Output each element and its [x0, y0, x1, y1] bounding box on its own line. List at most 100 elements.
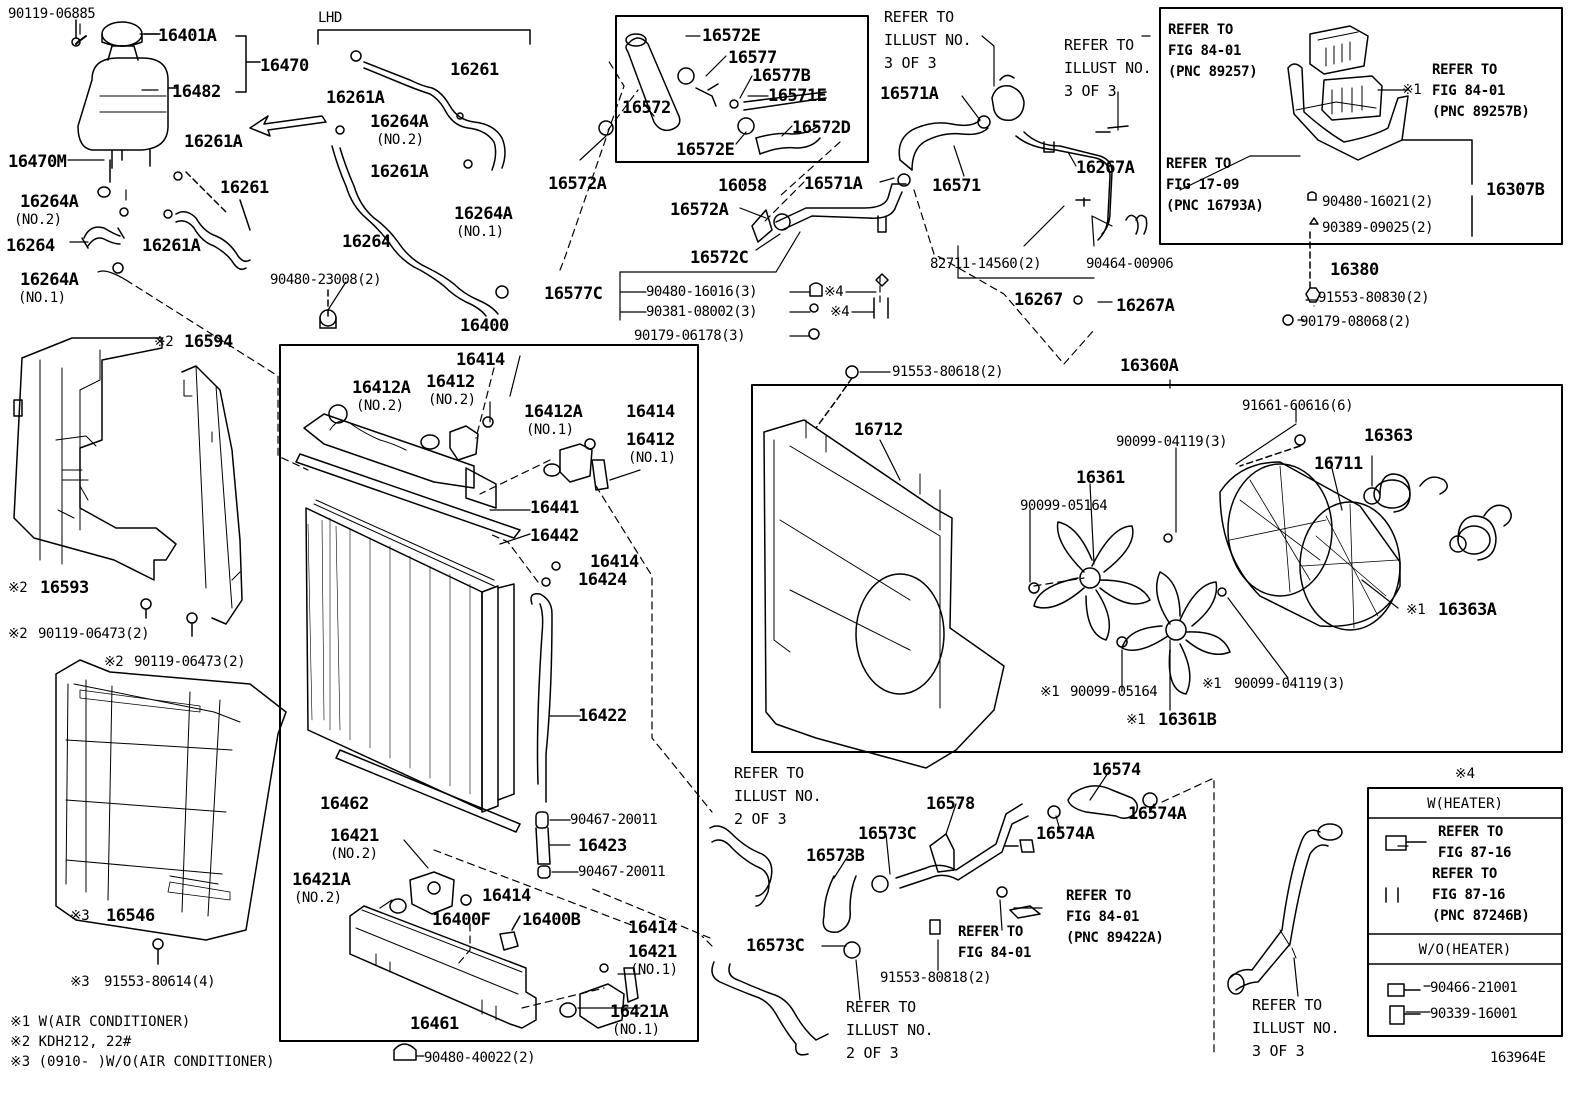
part-label: 16571E	[768, 86, 827, 106]
part-label: 16470M	[8, 152, 67, 172]
part-label: 16421A	[610, 1002, 669, 1022]
part-label: 16400B	[522, 910, 581, 930]
part-label: 16414	[628, 918, 677, 938]
refer-note-line: REFER TO	[1252, 996, 1322, 1014]
refer-note-line: REFER TO	[1432, 62, 1498, 78]
part-label: 91553-80818(2)	[880, 970, 992, 986]
part-label: 16412A	[352, 378, 411, 398]
part-label: ※1	[1126, 712, 1146, 728]
heater-box-with-header: W(HEATER)	[1427, 796, 1503, 812]
part-label: 16414	[456, 350, 505, 370]
refer-note-line: REFER TO	[1066, 888, 1132, 904]
part-label: 90464-00906	[1086, 256, 1174, 272]
part-label: (NO.2)	[356, 398, 404, 414]
part-label: 90099-05164	[1020, 498, 1108, 514]
part-label: 16307B	[1486, 180, 1545, 200]
part-label: (NO.1)	[630, 962, 678, 978]
part-label: 16574A	[1036, 824, 1095, 844]
leader-lines	[67, 23, 1431, 1057]
part-label: 16414	[626, 402, 675, 422]
part-label: 16572D	[792, 118, 851, 138]
refer-note-line: (PNC 89257)	[1168, 64, 1258, 80]
part-label: 16264	[6, 236, 55, 256]
part-label: 90179-08068(2)	[1300, 314, 1412, 330]
refer-note-line: (PNC 16793A)	[1166, 198, 1264, 214]
direction-arrow	[249, 115, 327, 137]
part-label: 16264A	[20, 270, 79, 290]
legend-note-1: ※1 W(AIR CONDITIONER)	[10, 1014, 191, 1030]
part-label: 90099-04119(3)	[1116, 434, 1228, 450]
part-label: 91553-80614(4)	[104, 974, 216, 990]
refer-note-line: ILLUST NO.	[1064, 59, 1152, 77]
part-label: 16574	[1092, 760, 1141, 780]
part-label: 16572A	[670, 200, 729, 220]
fan-motor-drawing	[1163, 434, 1512, 631]
part-label: 90466-21001	[1430, 980, 1518, 996]
part-label: 16261A	[326, 88, 385, 108]
refer-note-line: 3 OF 3	[884, 54, 937, 72]
part-label: ※1	[1202, 676, 1222, 692]
part-label: 16572C	[690, 248, 749, 268]
hoses-near-tank	[81, 171, 251, 274]
part-label: 90467-20011	[578, 864, 666, 880]
part-label: ※1	[1402, 82, 1422, 98]
part-label: 82711-14560(2)	[930, 256, 1042, 272]
part-label: 16423	[578, 836, 627, 856]
part-label: 16421	[628, 942, 677, 962]
refer-note-line: ILLUST NO.	[1252, 1019, 1340, 1037]
shroud-drawing	[13, 337, 243, 637]
refer-note-line: ILLUST NO.	[846, 1021, 934, 1039]
refer-note-line: REFER TO	[1432, 866, 1498, 882]
part-label: (NO.2)	[428, 392, 476, 408]
part-label: (NO.2)	[376, 132, 424, 148]
part-label: 16424	[578, 570, 627, 590]
part-label: 16363A	[1438, 600, 1497, 620]
part-label: ※2	[8, 626, 28, 642]
part-label: 16571A	[804, 174, 863, 194]
part-label: 16261A	[184, 132, 243, 152]
part-label: 16261	[220, 178, 269, 198]
part-label: (NO.1)	[456, 224, 504, 240]
part-label: (NO.2)	[14, 212, 62, 228]
part-label: 16571A	[880, 84, 939, 104]
part-label: 90381-08002(3)	[646, 304, 758, 320]
part-label: ※2	[104, 654, 124, 670]
part-label: 16380	[1330, 260, 1379, 280]
refer-note-line: 2 OF 3	[734, 810, 787, 828]
part-label: 16462	[320, 794, 369, 814]
part-label: 16594	[184, 332, 233, 352]
part-label: 16261A	[370, 162, 429, 182]
part-label: 16577C	[544, 284, 603, 304]
part-label: (NO.1)	[628, 450, 676, 466]
part-label: 16577	[728, 48, 777, 68]
part-label: 16261	[450, 60, 499, 80]
part-label: 16573B	[806, 846, 865, 866]
part-label: 16482	[172, 82, 221, 102]
part-label: 16401A	[158, 26, 217, 46]
heater-box-icons	[1385, 835, 1427, 1025]
part-label: 16571	[932, 176, 981, 196]
part-label: 91661-60616(6)	[1242, 398, 1354, 414]
part-label: 16442	[530, 526, 579, 546]
part-label: 16261A	[142, 236, 201, 256]
part-label: 16264A	[370, 112, 429, 132]
refer-note-line: FIG 84-01	[1168, 43, 1242, 59]
part-label: 90480-16021(2)	[1322, 194, 1434, 210]
lower-tank-drawing	[349, 871, 639, 1061]
refer-note-line: REFER TO	[1438, 824, 1504, 840]
lhd-bracket	[317, 29, 531, 45]
part-label: 16461	[410, 1014, 459, 1034]
part-label: 16574A	[1128, 804, 1187, 824]
refer-note-line: (PNC 89257B)	[1432, 104, 1530, 120]
part-label: 16267A	[1116, 296, 1175, 316]
part-label: 16400F	[432, 910, 491, 930]
part-label: 16363	[1364, 426, 1413, 446]
refer-note-line: REFER TO	[846, 998, 916, 1016]
part-label: 90467-20011	[570, 812, 658, 828]
refer-note-line: FIG 84-01	[958, 945, 1032, 961]
part-label: ※2	[8, 580, 28, 596]
part-label: 16577B	[752, 66, 811, 86]
legend-note-2: ※2 KDH212, 22#	[10, 1034, 132, 1050]
